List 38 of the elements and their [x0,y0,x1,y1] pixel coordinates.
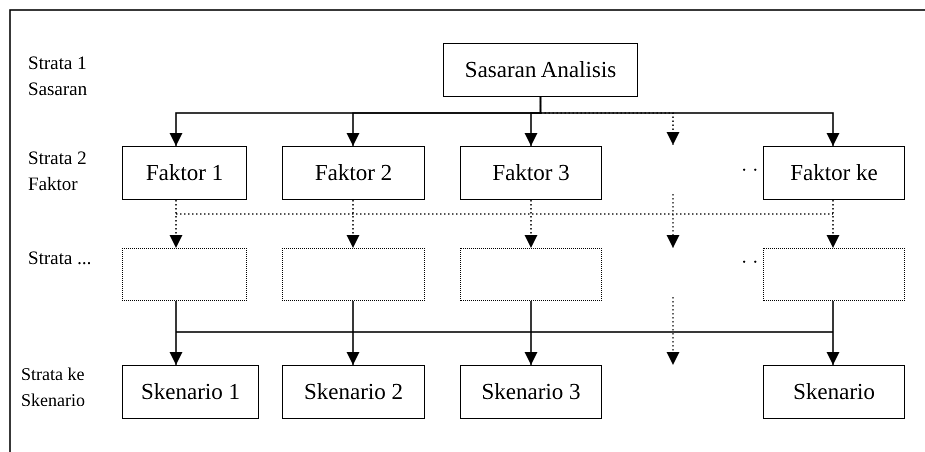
arrow [540,97,840,146]
node-label: Faktor 3 [492,160,570,186]
process-box [122,365,259,419]
row-label: Strata ... [28,247,92,271]
process-box [443,43,638,97]
node-label: Skenario [793,379,875,405]
dotted-box [122,248,247,301]
dotted-box [763,248,905,301]
process-box [460,365,602,419]
node-label: Faktor 2 [314,160,392,186]
process-box [282,365,425,419]
node-label: Skenario 3 [481,379,580,405]
arrow [346,200,360,248]
process-box [282,146,425,200]
arrow [826,200,840,248]
arrow [524,200,538,248]
node-label: Sasaran Analisis [464,57,616,83]
ellipsis-mark: · · [741,159,760,183]
arrow [170,301,182,365]
node-label: Faktor 1 [146,160,224,186]
dotted-box [460,248,602,301]
dotted-box [282,248,425,301]
process-box [763,365,905,419]
arrow [524,301,538,365]
process-box [122,146,247,200]
arrow [346,301,360,365]
node-label: Faktor ke [790,160,878,186]
arrow [540,97,680,145]
node-label: Skenario 1 [140,379,240,405]
process-box [460,146,602,200]
process-box [763,146,905,200]
ellipsis-mark: · · [741,251,760,275]
arrow [170,200,182,248]
row-label: Strata 2 Faktor [28,147,88,197]
row-label: Strata ke Skenario [21,363,86,412]
row-label: Strata 1 Sasaran [28,52,88,102]
node-label: Skenario 2 [304,379,403,405]
arrow [826,301,840,365]
